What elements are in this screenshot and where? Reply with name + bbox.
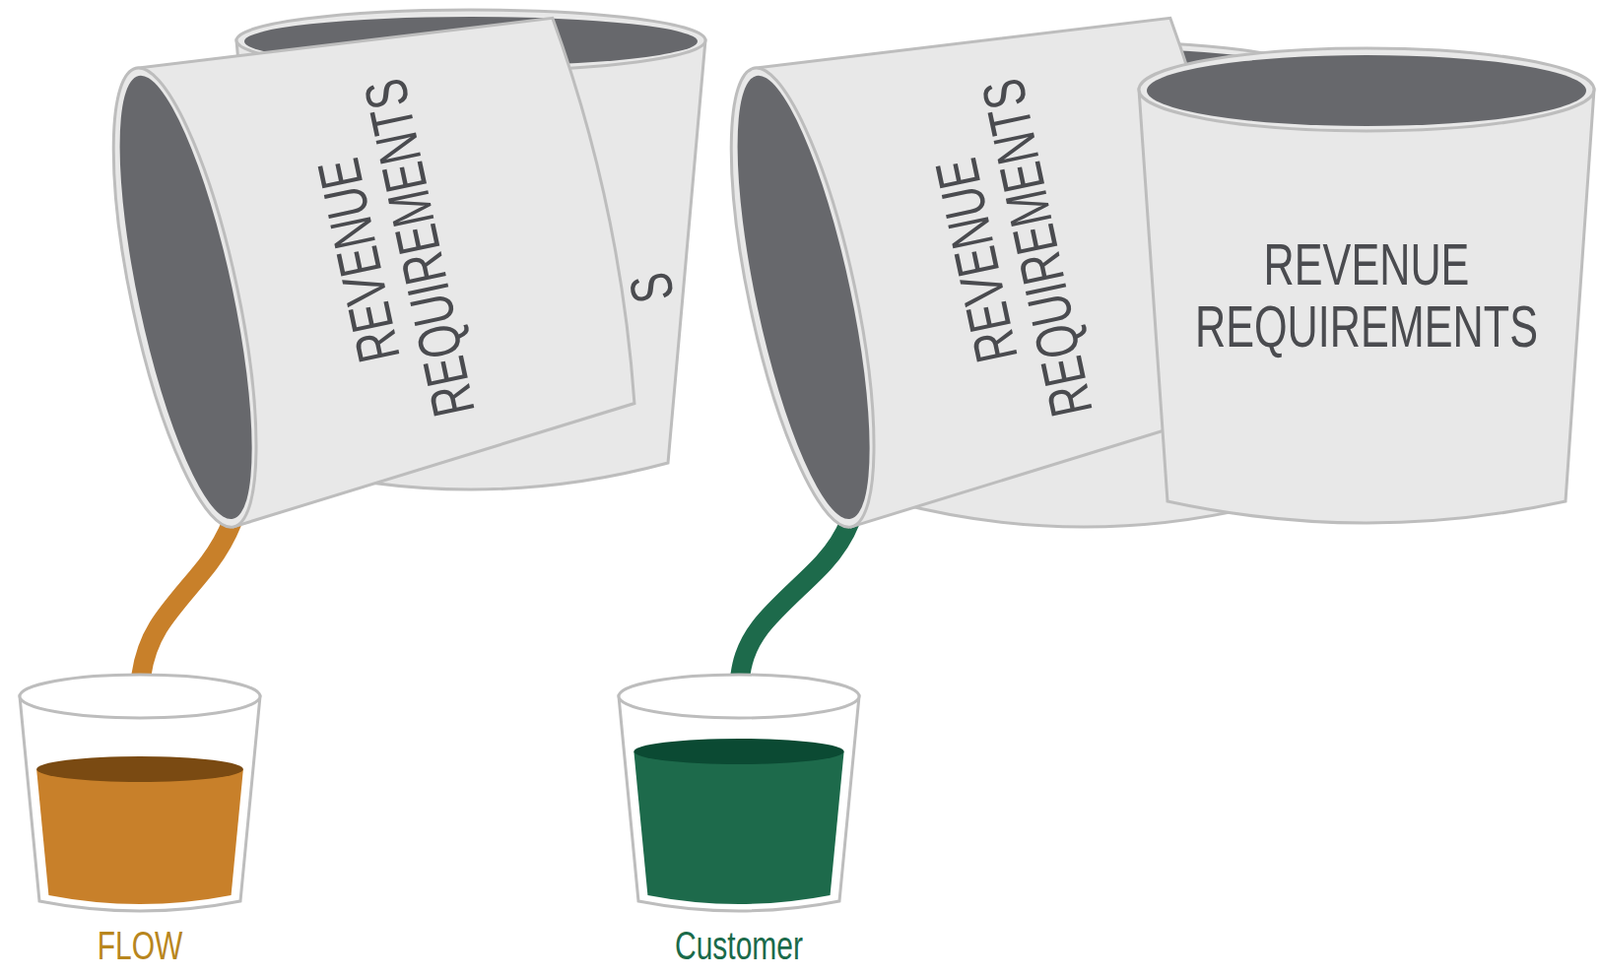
pour-lip — [234, 513, 236, 515]
pour-stream — [139, 514, 236, 685]
glass-shape — [15, 672, 265, 920]
liquid-surface — [633, 738, 844, 765]
liquid-surface — [36, 756, 244, 783]
text-holder: FLOW — [15, 925, 265, 967]
bucket-rim — [1138, 48, 1595, 132]
glass-body — [618, 696, 860, 912]
text-holder: REVENUE REQUIREMENTS — [1120, 233, 1600, 358]
glass-label: Customer — [646, 925, 833, 967]
revenue-bucket: REVENUE REQUIREMENTS — [1134, 46, 1599, 530]
glass-liquid — [36, 769, 244, 905]
glass-shape — [614, 672, 864, 920]
bucket-opening — [1146, 55, 1587, 127]
bucket-opening — [92, 66, 280, 530]
glass-rim — [618, 674, 860, 719]
pour-stream — [738, 514, 854, 685]
pour-lip — [852, 513, 854, 515]
glass-rim — [19, 674, 261, 719]
glass-liquid — [633, 751, 844, 905]
bucket-body — [1138, 89, 1595, 524]
bucket-rim — [83, 57, 286, 538]
bucket-label: REVENUE REQUIREMENTS — [1189, 233, 1544, 358]
bucket-opening — [710, 66, 898, 530]
bucket-rim — [701, 57, 904, 538]
glass-body — [19, 696, 261, 912]
pour-lip — [1150, 93, 1152, 95]
glass: FLOW — [15, 672, 265, 967]
revenue-bucket: REVENUE REQUIREMENTS — [81, 0, 664, 542]
glass-label: FLOW — [47, 925, 234, 967]
glass: Customer — [614, 672, 864, 967]
text-holder: Customer — [614, 925, 864, 967]
